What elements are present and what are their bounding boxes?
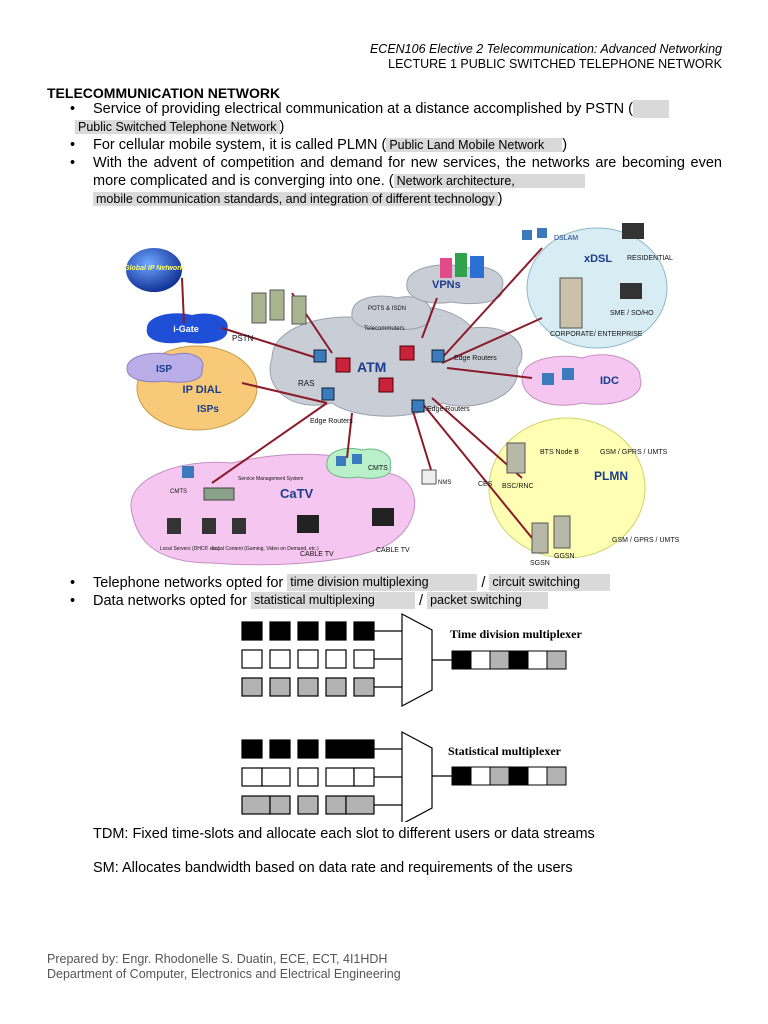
output-slot (527, 650, 548, 670)
bullet-convergence: • With the advent of competition and dem… (70, 155, 722, 207)
label-local-servers: Local Servers (DHCP, etc.) (160, 546, 220, 552)
label-bsc: BSC/RNC (502, 483, 534, 490)
label-cmts-top: CMTS (368, 465, 388, 472)
label-gsm2: GSM / GPRS / UMTS (612, 537, 680, 544)
label-idc: IDC (600, 375, 619, 387)
label-cable-tv-1: CABLE TV (300, 551, 334, 558)
pots-cloud (351, 295, 432, 330)
output-slot (546, 766, 567, 786)
igate-cloud (146, 313, 228, 344)
label-pots: POTS & ISDN (368, 306, 406, 312)
idc-cloud (521, 354, 642, 406)
tdm-output-frame (451, 650, 567, 670)
section-title: TELECOMMUNICATION NETWORK (47, 85, 281, 101)
bullet-pstn: • Service of providing electrical commun… (47, 100, 722, 136)
sm-output-frame (451, 766, 567, 786)
sm-definition: SM: Allocates bandwidth based on data ra… (93, 860, 573, 876)
device-icons (167, 223, 644, 554)
label-cmts-left: CMTS (170, 489, 187, 495)
label-sme: SME / SO/HO (610, 310, 654, 317)
label-telecommuters: Telecommuters (364, 326, 405, 332)
bullet-telephone-networks: • Telephone networks opted for time divi… (47, 574, 611, 592)
bullet-dot: • (70, 101, 76, 117)
pstn-answer: Public Switched Telephone Network (75, 120, 280, 134)
sm-label: Statistical multiplexer (448, 744, 562, 758)
convergence-answer-2: mobile communication standards, and inte… (93, 192, 498, 206)
label-isp: ISP (156, 364, 172, 375)
output-slot (451, 766, 472, 786)
output-slot (546, 650, 567, 670)
output-slot (470, 650, 491, 670)
output-slot (508, 766, 529, 786)
course-title: ECEN106 Elective 2 Telecommunication: Ad… (369, 42, 722, 56)
bullet-plmn: • For cellular mobile system, it is call… (70, 137, 568, 153)
label-dslam: DSLAM (554, 235, 578, 242)
label-residential: RESIDENTIAL (627, 255, 673, 262)
plmn-cloud (488, 417, 646, 559)
isp-cloud (126, 352, 204, 383)
circuit-switching-answer: circuit switching (489, 574, 611, 591)
global-ip-cloud (126, 248, 182, 292)
plmn-answer: Public Land Mobile Network (386, 138, 563, 152)
telecom-network-diagram: Global IP Network i-Gate ISP IP DIAL ISP… (124, 223, 680, 567)
label-vpns: VPNs (432, 279, 461, 291)
label-bts: BTS Node B (540, 449, 579, 456)
footer-department: Department of Computer, Electronics and … (47, 967, 401, 981)
packet-switching-answer: packet switching (427, 592, 549, 609)
label-ras: RAS (298, 379, 314, 388)
label-sms: Service Management System (238, 476, 303, 482)
label-corporate: CORPORATE/ ENTERPRISE (550, 331, 643, 338)
label-ces: CES (478, 481, 493, 488)
label-pstn: PSTN (232, 334, 254, 343)
label-xdsl: xDSL (584, 253, 612, 265)
output-slot (527, 766, 548, 786)
multiplexer-diagram: Time division multiplexer Statistical mu… (241, 613, 582, 822)
label-local-content: Local Content (Gaming, Video on Demand, … (212, 546, 319, 552)
label-edge-routers-right1: Edge Routers (454, 355, 497, 362)
label-plmn: PLMN (594, 469, 628, 483)
label-catv: CaTV (280, 486, 314, 501)
label-isps: ISPs (197, 404, 219, 415)
label-igate: i-Gate (173, 324, 199, 334)
bullet-data-networks: • Data networks opted for statistical mu… (47, 592, 549, 610)
footer-author: Prepared by: Engr. Rhodonelle S. Duatin,… (47, 952, 388, 966)
intro-bullets: • Service of providing electrical commun… (47, 100, 722, 208)
catv-cloud (130, 453, 416, 566)
xdsl-cloud (526, 227, 668, 349)
output-slot (489, 650, 510, 670)
document-footer: Prepared by: Engr. Rhodonelle S. Duatin,… (47, 952, 401, 982)
label-edge-routers-right2: Edge Routers (427, 406, 470, 413)
sm-answer: statistical multiplexing (250, 592, 415, 609)
label-nms: NMS (438, 480, 451, 486)
output-slot (470, 766, 491, 786)
label-global-ip: Global IP Network (124, 265, 185, 272)
tdm-label: Time division multiplexer (450, 627, 582, 641)
tdm-definition: TDM: Fixed time-slots and allocate each … (93, 826, 595, 842)
sm-diagram (241, 731, 452, 822)
output-slot (451, 650, 472, 670)
tdm-answer: time division multiplexing (287, 574, 478, 591)
label-atm: ATM (357, 359, 386, 375)
document-header: ECEN106 Elective 2 Telecommunication: Ad… (370, 42, 722, 72)
output-slot (489, 766, 510, 786)
output-slot (508, 650, 529, 670)
tdm-diagram (241, 613, 452, 707)
label-ggsn: GGSN (554, 553, 575, 560)
label-edge-routers-left: Edge Routers (310, 418, 353, 425)
label-ipdial: IP DIAL (183, 384, 222, 396)
label-cable-tv-2: CABLE TV (376, 547, 410, 554)
label-sgsn: SGSN (530, 560, 550, 567)
lecture-title: LECTURE 1 PUBLIC SWITCHED TELEPHONE NETW… (388, 57, 722, 71)
convergence-answer-1: Network architecture, (393, 174, 585, 188)
label-gsm1: GSM / GPRS / UMTS (600, 449, 668, 456)
